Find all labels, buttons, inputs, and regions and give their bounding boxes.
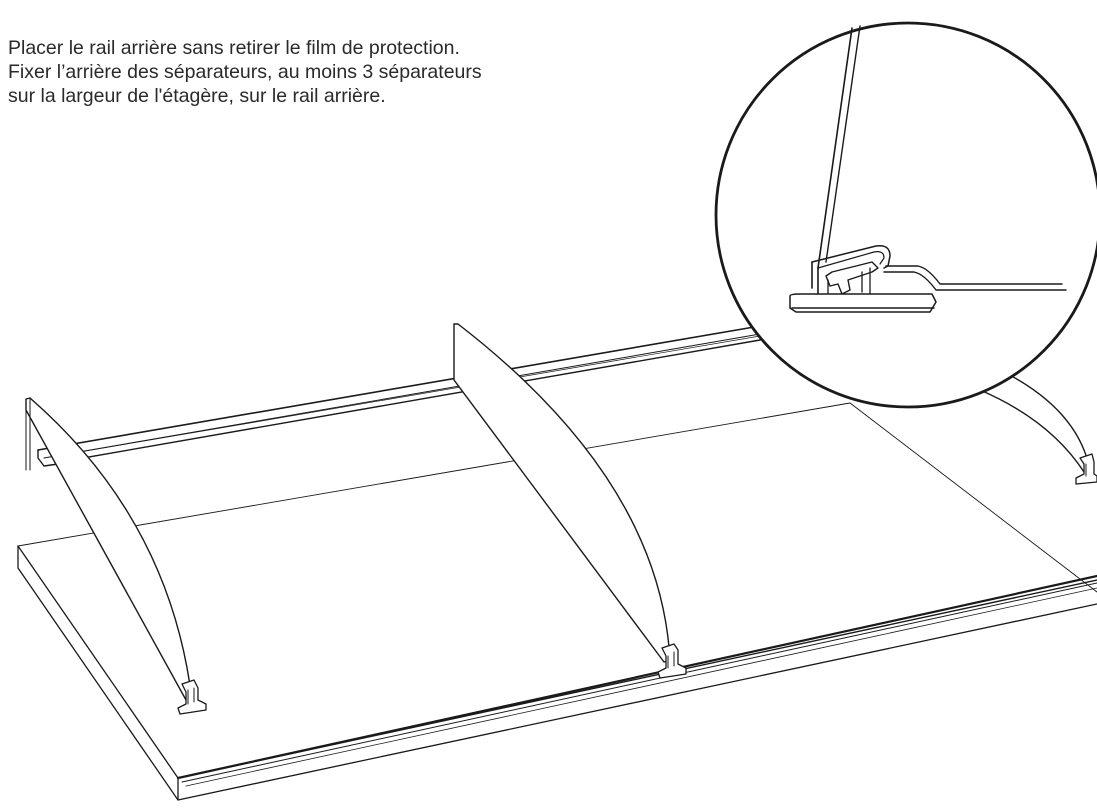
instruction-line-3: sur la largeur de l'étagère, sur le rail…: [8, 85, 386, 107]
instruction-line-1: Placer le rail arrière sans retirer le f…: [8, 37, 460, 59]
front-rail: [176, 574, 1097, 787]
back-rail: [37, 321, 791, 467]
instruction-line-2: Fixer l’arrière des séparateurs, au moin…: [8, 61, 482, 83]
instruction-text: Placer le rail arrière sans retirer le f…: [8, 36, 648, 108]
divider-left: [25, 397, 207, 715]
shelf-board: [17, 402, 1097, 801]
detail-magnifier: [714, 21, 1097, 409]
divider-right: [979, 371, 1097, 485]
divider-middle: [453, 323, 687, 679]
